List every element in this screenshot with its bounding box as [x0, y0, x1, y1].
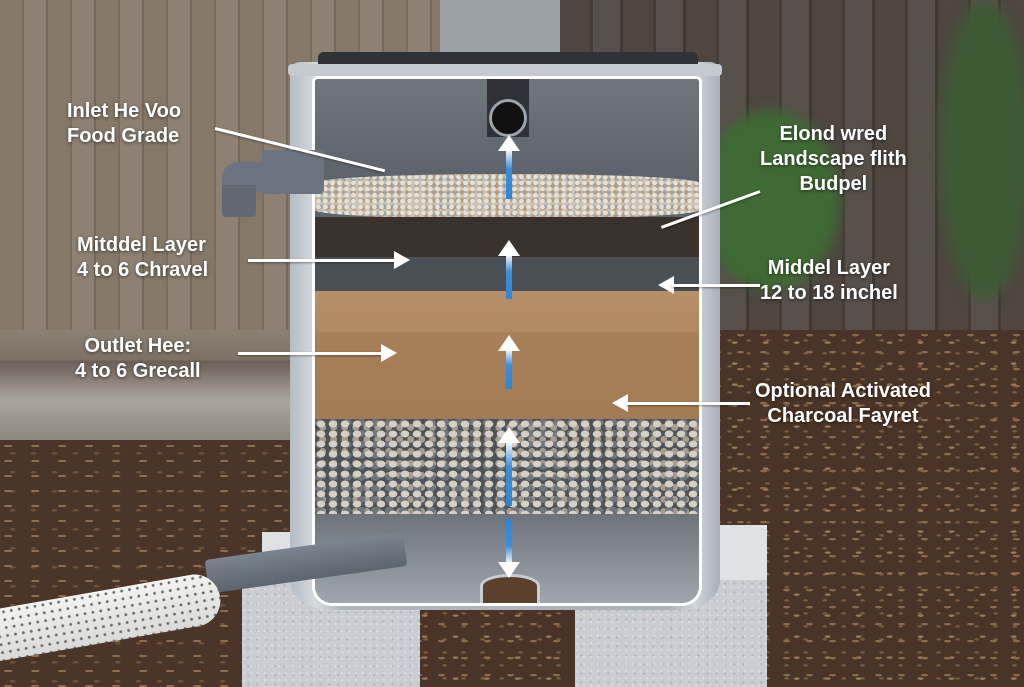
leader-line-middle-right — [672, 284, 760, 287]
label-outlet-line1: Outlet Hee: — [84, 335, 192, 357]
concrete-ledge — [0, 330, 310, 440]
label-outlet-line2: 4 to 6 Grecall — [75, 360, 201, 382]
leader-line-outlet — [238, 352, 383, 355]
label-middle-right: Middel Layer 12 to 18 inchel — [760, 256, 898, 306]
label-inlet-line2: Food Grade — [67, 125, 180, 147]
label-top-right-line1: Elond wred — [779, 123, 888, 145]
barrel-rim — [288, 64, 722, 76]
inlet-pipe-mouth — [489, 99, 527, 137]
label-middle-right-line2: 12 to 18 inchel — [760, 282, 898, 304]
label-middle-left: Mitddel Layer 4 to 6 Chravel — [77, 233, 208, 283]
shrub — [940, 0, 1024, 300]
inlet-tee-fitting — [262, 150, 324, 194]
flow-arrow-down-icon — [498, 519, 520, 578]
leader-line-charcoal — [626, 402, 750, 405]
arrowhead-left-icon — [658, 276, 674, 294]
flow-arrow-up-icon — [498, 135, 520, 199]
label-middle-right-line1: Middel Layer — [767, 257, 891, 279]
label-middle-left-line1: Mitddel Layer — [77, 234, 206, 256]
downspout-post — [440, 0, 560, 60]
label-inlet-line1: Inlet He Voo — [67, 100, 182, 122]
arrowhead-right-icon — [381, 344, 397, 362]
label-top-right-line2: Landscape flith — [760, 148, 907, 170]
label-charcoal-line2: Charcoal Fayret — [767, 405, 919, 427]
inlet-elbow-drop — [222, 185, 256, 217]
shrub — [700, 110, 840, 290]
flow-arrow-up-icon — [498, 427, 520, 506]
barrel-cutaway — [312, 76, 702, 606]
flow-arrow-up-icon — [498, 240, 520, 299]
bottom-drain — [480, 574, 540, 603]
leader-line-middle-left — [248, 259, 396, 262]
arrowhead-right-icon — [394, 251, 410, 269]
label-inlet: Inlet He Voo Food Grade — [67, 99, 181, 149]
label-middle-left-line2: 4 to 6 Chravel — [77, 259, 209, 281]
label-charcoal: Optional Activated Charcoal Fayret — [755, 379, 931, 429]
label-top-right-line3: Budpel — [799, 173, 868, 195]
label-top-right: Elond wred Landscape flith Budpel — [760, 122, 907, 197]
flow-arrow-up-icon — [498, 335, 520, 389]
label-outlet: Outlet Hee: 4 to 6 Grecall — [75, 334, 201, 384]
label-charcoal-line1: Optional Activated — [755, 380, 931, 402]
arrowhead-left-icon — [612, 394, 628, 412]
